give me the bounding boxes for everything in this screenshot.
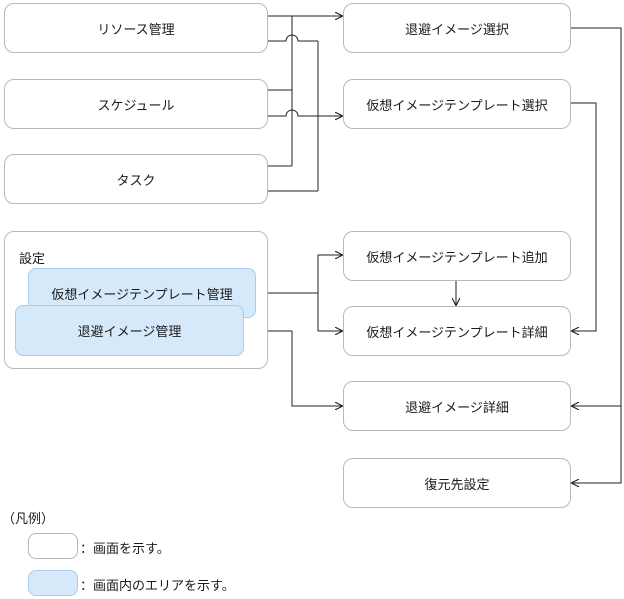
legend-screen-desc: ：画面を示す。 [80, 542, 170, 557]
legend-screen-swatch [28, 533, 78, 559]
edge-vtemplate-select-to-detail [570, 102, 597, 331]
screen-vtemplate-select[interactable]: 仮想イメージテンプレート選択 [343, 79, 571, 129]
edge-resource-to-bus-b [268, 34, 318, 42]
screen-label: タスク [116, 173, 156, 189]
legend-area-desc: ：画面内のエリアを示す。 [80, 579, 235, 594]
edge-evac-select-to-right-bus [570, 27, 622, 483]
screen-label: リソース管理 [97, 22, 175, 38]
screen-label: 仮想イメージテンプレート詳細 [366, 325, 548, 341]
screen-label: 復元先設定 [424, 477, 490, 493]
edge-evac-area-to-detail [244, 330, 342, 406]
edge-schedule-to-bus-b [268, 109, 342, 116]
screen-vtemplate-detail[interactable]: 仮想イメージテンプレート詳細 [343, 306, 571, 356]
screen-label: スケジュール [97, 98, 175, 114]
screen-resource-management[interactable]: リソース管理 [4, 3, 268, 53]
screen-restore-settings[interactable]: 復元先設定 [343, 458, 571, 508]
legend-title: （凡例） [2, 512, 55, 527]
screen-schedule[interactable]: スケジュール [4, 79, 268, 129]
legend-area-swatch [28, 570, 78, 596]
screen-label: 退避イメージ選択 [405, 22, 509, 38]
screen-evac-image-detail[interactable]: 退避イメージ詳細 [343, 381, 571, 431]
edge-vtemplate-area-to-detail [317, 293, 342, 331]
screen-vtemplate-add[interactable]: 仮想イメージテンプレート追加 [343, 231, 571, 281]
area-label: 退避イメージ管理 [77, 325, 182, 340]
screen-evac-image-select[interactable]: 退避イメージ選択 [343, 3, 571, 53]
screen-label: 仮想イメージテンプレート選択 [366, 98, 548, 114]
screen-label: 退避イメージ詳細 [405, 400, 509, 416]
screen-task[interactable]: タスク [4, 154, 268, 204]
area-label: 仮想イメージテンプレート管理 [51, 287, 233, 303]
area-evac-image-management[interactable]: 退避イメージ管理 [15, 305, 244, 356]
screen-label: 仮想イメージテンプレート追加 [366, 250, 548, 266]
settings-label: 設定 [19, 252, 46, 267]
edge-vtemplate-area-to-add [256, 255, 342, 294]
